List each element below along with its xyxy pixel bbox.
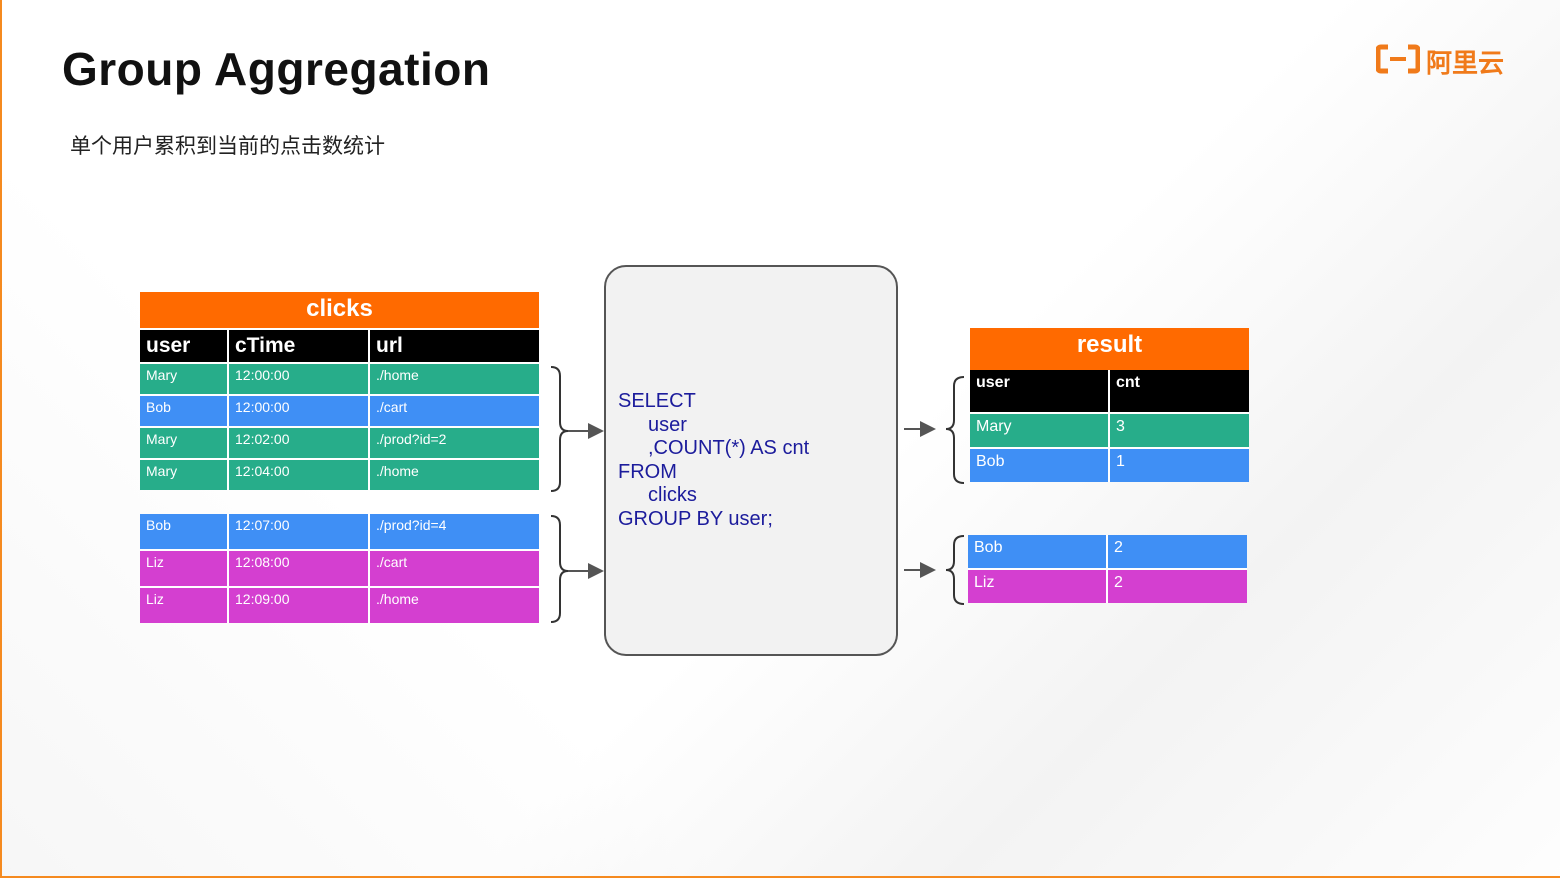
cell-ctime: 12:02:00 xyxy=(229,428,370,458)
accent-border-left xyxy=(0,0,2,878)
cell-ctime: 12:00:00 xyxy=(229,364,370,394)
table-row: Bob 1 xyxy=(970,447,1249,482)
cell-url: ./prod?id=4 xyxy=(376,517,447,533)
clicks-table-batch2: Bob 12:07:00 ./prod?id=4 Liz 12:08:00 ./… xyxy=(140,514,539,623)
cell-user: Mary xyxy=(140,364,229,394)
output-brace-2 xyxy=(945,535,965,605)
cell-cnt: 2 xyxy=(1114,574,1123,591)
logo-text: 阿里云 xyxy=(1426,47,1505,78)
table-row: Liz 2 xyxy=(968,568,1247,603)
cell-url: ./cart xyxy=(376,399,408,415)
table-row: Liz 12:08:00 ./cart xyxy=(140,549,539,586)
table-row: Liz 12:09:00 ./home xyxy=(140,586,539,623)
sql-line-count: ,COUNT(*) AS cnt xyxy=(648,437,810,459)
cell-cnt: 1 xyxy=(1116,453,1125,470)
cell-user: Mary xyxy=(970,414,1110,447)
cell-url: ./home xyxy=(376,367,419,383)
logo: 阿里云 xyxy=(1375,44,1505,79)
cell-ctime: 12:04:00 xyxy=(229,460,370,490)
cell-url: ./cart xyxy=(376,554,408,570)
column-header-user: user xyxy=(970,370,1110,412)
table-row: Mary 3 xyxy=(970,412,1249,447)
cell-user: Liz xyxy=(140,588,229,623)
column-header-ctime: cTime xyxy=(229,330,370,362)
slide-title: Group Aggregation xyxy=(62,43,491,95)
cell-ctime: 12:00:00 xyxy=(229,396,370,426)
sql-line-from: FROM xyxy=(618,460,677,483)
cell-ctime: 12:07:00 xyxy=(229,514,370,549)
cell-user: Liz xyxy=(968,570,1108,603)
clicks-table-title: clicks xyxy=(140,292,539,328)
column-header-cnt: cnt xyxy=(1116,374,1140,391)
table-row: Mary 12:04:00 ./home xyxy=(140,458,539,490)
table-row: Bob 12:00:00 ./cart xyxy=(140,394,539,426)
input-brace-2 xyxy=(550,515,569,623)
cell-cnt: 3 xyxy=(1116,418,1125,435)
query-box xyxy=(604,265,898,656)
cell-cnt: 2 xyxy=(1114,539,1123,556)
cell-user: Liz xyxy=(140,551,229,586)
cell-user: Mary xyxy=(140,460,229,490)
cell-user: Bob xyxy=(970,449,1110,482)
accent-border-bottom xyxy=(0,876,1560,878)
result-table-title: result xyxy=(970,328,1249,370)
sql-line-user: user xyxy=(648,413,687,436)
cell-user: Bob xyxy=(140,396,229,426)
slide-subtitle: 单个用户累积到当前的点击数统计 xyxy=(70,135,385,158)
table-row: Mary 12:02:00 ./prod?id=2 xyxy=(140,426,539,458)
column-header-user: user xyxy=(140,330,229,362)
cell-url: ./home xyxy=(376,463,419,479)
table-row: Bob 2 xyxy=(968,535,1247,568)
cell-user: Bob xyxy=(140,514,229,549)
input-brace-1 xyxy=(550,366,569,492)
output-brace-1 xyxy=(945,376,965,484)
cell-ctime: 12:09:00 xyxy=(229,588,370,623)
sql-line-select: SELECT xyxy=(618,390,696,412)
cell-user: Bob xyxy=(968,535,1108,568)
cell-user: Mary xyxy=(140,428,229,458)
result-table-header: user cnt xyxy=(970,370,1249,412)
sql-line-groupby: GROUP BY user; xyxy=(618,507,773,530)
cell-url: ./home xyxy=(376,591,419,607)
aliyun-bracket-icon xyxy=(1375,44,1421,79)
table-row: Mary 12:00:00 ./home xyxy=(140,362,539,394)
clicks-table: clicks user cTime url Mary 12:00:00 ./ho… xyxy=(140,292,539,490)
clicks-table-header: user cTime url xyxy=(140,330,539,362)
column-header-url: url xyxy=(376,334,403,357)
cell-ctime: 12:08:00 xyxy=(229,551,370,586)
result-table-batch2: Bob 2 Liz 2 xyxy=(968,535,1247,603)
sql-line-table: clicks xyxy=(648,484,697,506)
cell-url: ./prod?id=2 xyxy=(376,431,447,447)
result-table: result user cnt Mary 3 Bob 1 xyxy=(970,328,1249,482)
table-row: Bob 12:07:00 ./prod?id=4 xyxy=(140,514,539,549)
